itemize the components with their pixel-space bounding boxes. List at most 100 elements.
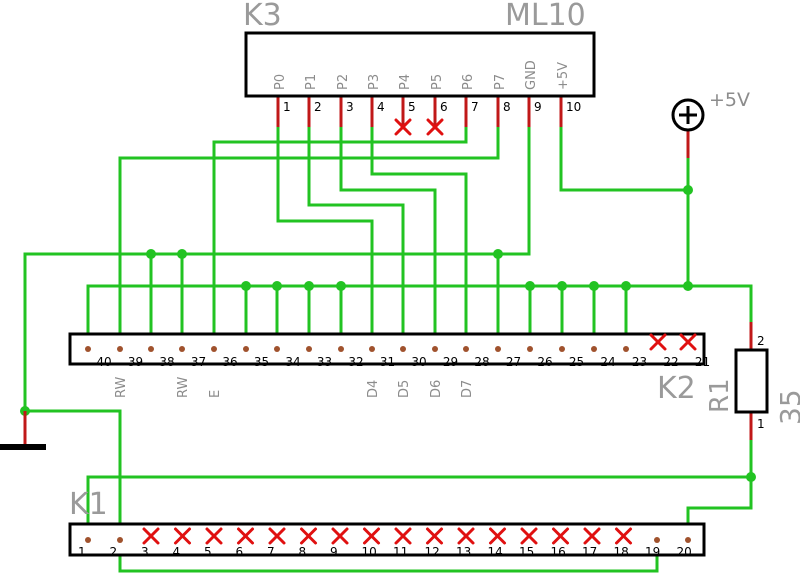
k2-pin-number: 39: [128, 355, 143, 369]
k3-pin-number: 6: [440, 100, 448, 114]
no-connect-mark: [142, 527, 160, 545]
k1-pin-number: 14: [488, 545, 503, 559]
r1-body: [734, 348, 769, 414]
k2-pin-number: 34: [285, 355, 300, 369]
k2-pad: [274, 346, 280, 352]
junction-dot: [525, 281, 535, 291]
junction-dot: [177, 249, 187, 259]
k2-pin-number: 27: [506, 355, 521, 369]
k1-pin-number: 10: [362, 545, 377, 559]
junction-dot: [589, 281, 599, 291]
k2-pin-number: 37: [191, 355, 206, 369]
k3-pin-label: P5: [430, 74, 445, 90]
k2-pad: [179, 346, 185, 352]
junction-dot: [493, 249, 503, 259]
k2-pad: [211, 346, 217, 352]
no-connect-mark: [489, 527, 506, 545]
k2-signal-label: D4: [366, 380, 381, 398]
k2-pad: [623, 346, 629, 352]
k3-pin-number: 8: [503, 100, 511, 114]
k3-pin-label: P4: [398, 74, 413, 90]
k3-pin-number: 1: [283, 100, 291, 114]
k1-no-connects: [142, 527, 632, 545]
k1-pin-number: 20: [677, 545, 692, 559]
no-connect-mark: [426, 118, 444, 136]
k3-pin-label: +5V: [556, 62, 571, 90]
k2-pin-number: 33: [317, 355, 332, 369]
k2-signal-label: RW: [176, 376, 191, 398]
wire-k3p1: [276, 125, 374, 342]
k1-pin-number: 1: [78, 545, 86, 559]
k2-pin-number: 29: [443, 355, 458, 369]
k1-pin-number: 13: [456, 545, 471, 559]
junction-dot: [683, 281, 693, 291]
no-connect-mark: [394, 118, 412, 136]
k2-pin-number: 22: [663, 355, 678, 369]
k3-pin-label: P6: [461, 74, 476, 90]
k2-pin-number: 32: [348, 355, 363, 369]
k3-pin-label: P7: [493, 74, 508, 90]
wire-k3p4: [370, 125, 468, 342]
no-connect-mark: [394, 527, 412, 545]
no-connect-mark: [268, 527, 286, 545]
resistor-r1[interactable]: 2 1 R1 35: [705, 322, 800, 440]
junction-dots: [20, 185, 756, 545]
no-connect-mark: [205, 527, 223, 545]
k1-name: K1: [69, 487, 108, 522]
no-connect-mark: [300, 527, 317, 545]
no-connect-mark: [520, 527, 538, 545]
k2-pin-number: 35: [254, 355, 269, 369]
supply-5v[interactable]: +5V: [671, 89, 750, 158]
k3-pin-label: GND: [524, 60, 539, 90]
k1-pin-number: 4: [173, 545, 181, 559]
k2-pin-number: 21: [695, 355, 710, 369]
k2-pin-number: 28: [474, 355, 489, 369]
k1-pin-number: 2: [110, 545, 118, 559]
k3-pin-label: P1: [304, 74, 319, 90]
k1-pin-number: 9: [330, 545, 338, 559]
k2-pad: [243, 346, 249, 352]
k2-pad: [463, 346, 469, 352]
k2-pad: [400, 346, 406, 352]
k3-name: K3: [243, 0, 282, 33]
k1-pin-number: 18: [614, 545, 629, 559]
k3-body: [244, 31, 596, 98]
k1-pad: [85, 537, 91, 543]
no-connect-mark: [426, 527, 443, 545]
k2-pad: [591, 346, 597, 352]
k2-pad: [148, 346, 154, 352]
wire-k3p2: [307, 125, 405, 342]
k1-body: [68, 522, 706, 557]
r1-name: R1: [705, 378, 735, 413]
k2-signal-label: E: [208, 390, 223, 398]
k1-pin-number: 7: [267, 545, 275, 559]
k1-pin-number: 11: [393, 545, 408, 559]
wire-k3p10-vcc: [559, 125, 690, 192]
no-connect-mark: [649, 333, 667, 351]
k2-name: K2: [657, 371, 696, 406]
wire-gnd-k1p2: [23, 409, 659, 573]
junction-dot: [746, 472, 756, 482]
no-connect-mark: [363, 527, 380, 545]
junction-dot: [272, 281, 282, 291]
k1-pin-number: 15: [519, 545, 534, 559]
k3-pin-number: 4: [377, 100, 385, 114]
k1-pin-number: 16: [551, 545, 566, 559]
wire-r1-k1p1: [86, 428, 753, 542]
no-connect-mark: [679, 333, 697, 351]
supply-label: +5V: [709, 89, 750, 111]
wire-k3p8: [118, 125, 500, 342]
k1-pin-number: 8: [299, 545, 307, 559]
junction-dot: [304, 281, 314, 291]
k1-pad: [685, 537, 691, 543]
k1-pin-number: 6: [236, 545, 244, 559]
k3-no-connects: [394, 118, 444, 136]
